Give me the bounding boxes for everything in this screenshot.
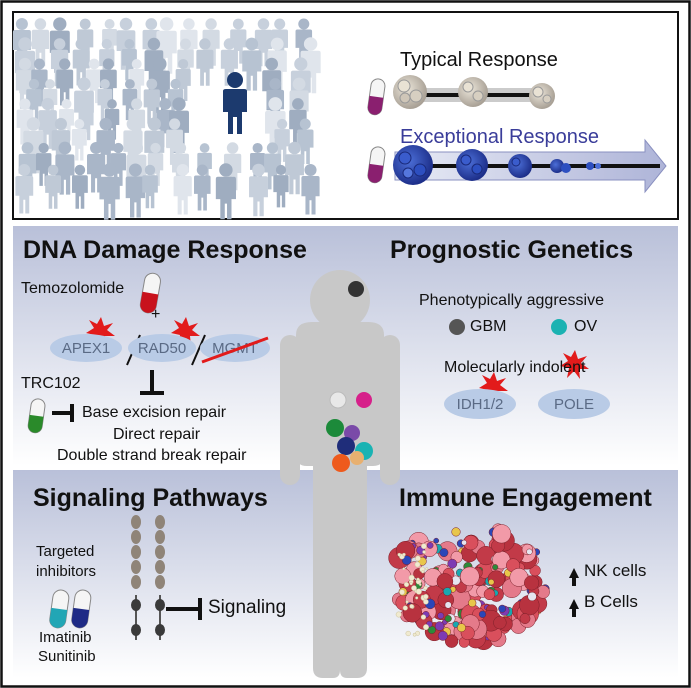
crowd-figure-icon: [71, 119, 87, 161]
typical-response-label: Typical Response: [400, 49, 558, 71]
head-marker: [348, 281, 364, 297]
inhibitors-label: inhibitors: [36, 563, 97, 580]
b-cells-label: B Cells: [584, 592, 638, 611]
tumor-tissue-icon: [388, 523, 550, 651]
apex1-ellipse: APEX1: [50, 334, 122, 362]
drug-capsule-icon: [367, 78, 386, 116]
crowd-figure-icon: [56, 58, 74, 106]
dna-title: DNA Damage Response: [23, 236, 307, 264]
receptor-icon: [131, 515, 165, 640]
plus-sign: +: [151, 306, 161, 323]
sunitinib-capsule-icon: [71, 589, 92, 629]
exceptional-tumor-1: [393, 145, 433, 185]
rad50-ellipse: RAD50: [128, 334, 196, 362]
temozolomide-capsule-icon: [139, 272, 161, 314]
immune-title: Immune Engagement: [399, 484, 652, 512]
crowd-figure-icon: [242, 37, 262, 91]
crowd-figure-icon: [285, 141, 304, 195]
highlighted-person-icon: [223, 72, 247, 134]
burst-pole: [560, 350, 589, 379]
repair-2: Direct repair: [113, 426, 201, 443]
exceptional-tumor-4: [550, 159, 571, 173]
crowd-figure-icon: [45, 164, 62, 209]
burst-apex1: [86, 317, 115, 346]
idh-label: IDH1/2: [456, 395, 504, 413]
apex1-label: APEX1: [61, 339, 111, 357]
up-arrow-icon: [569, 568, 579, 586]
gbm-dot: [449, 319, 465, 335]
crowd-figure-icon: [71, 164, 88, 209]
pole-ellipse: POLE: [538, 389, 610, 419]
crowd-figure-icon: [15, 164, 34, 214]
imatinib-capsule-icon: [49, 589, 70, 629]
crowd-figure-icon: [99, 163, 120, 220]
aggressive-label: Phenotypically aggressive: [419, 292, 604, 309]
typical-tumor-2: [458, 77, 488, 107]
crowd-figure-icon: [173, 163, 192, 215]
crowd-group: [12, 17, 321, 220]
imatinib-label: Imatinib: [39, 629, 92, 646]
crowd-figure-icon: [215, 163, 236, 220]
gbm-label: GBM: [470, 318, 507, 335]
up-arrow-icon-2: [569, 599, 579, 617]
sunitinib-label: Sunitinib: [38, 648, 96, 665]
crowd-figure-icon: [194, 164, 211, 211]
receptor-chain-1: [131, 515, 141, 640]
exceptional-tumor-3: [508, 154, 532, 178]
rad50-label: RAD50: [137, 339, 187, 357]
trc102-capsule-icon: [27, 398, 46, 434]
pole-label: POLE: [553, 395, 595, 413]
trc102-label: TRC102: [21, 375, 81, 392]
burst-rad50: [171, 317, 200, 346]
repair-3: Double strand break repair: [57, 447, 247, 464]
mgmt-ellipse: MGMT: [200, 334, 270, 362]
crowd-figure-icon: [196, 38, 214, 86]
exceptional-response-label: Exceptional Response: [400, 126, 600, 148]
repair-1: Base excision repair: [82, 404, 227, 421]
crowd-figure-icon: [301, 163, 320, 215]
targeted-label: Targeted: [36, 543, 95, 560]
idh-ellipse: IDH1/2: [444, 389, 516, 419]
ov-label: OV: [574, 318, 598, 335]
ov-dot: [551, 319, 567, 335]
crowd-figure-icon: [72, 38, 90, 86]
typical-tumor-3: [529, 83, 555, 109]
crowd-figure-icon: [142, 164, 158, 209]
crowd-figure-icon: [143, 78, 160, 124]
mgmt-label: MGMT: [212, 339, 258, 357]
signaling-title: Signaling Pathways: [33, 484, 268, 512]
exceptional-tumor-5: [586, 162, 601, 170]
indolent-label: Molecularly indolent: [444, 359, 586, 376]
drug-capsule-icon-2: [367, 146, 386, 184]
organ-dots: [326, 391, 373, 472]
genetics-title: Prognostic Genetics: [390, 236, 634, 264]
crowd-figure-icon: [273, 164, 289, 208]
receptor-chain-2: [155, 515, 165, 640]
temozolomide-label: Temozolomide: [21, 280, 125, 297]
typical-tumor-1: [393, 75, 427, 109]
crowd-figure-icon: [249, 163, 268, 217]
burst-idh: [479, 372, 508, 401]
crowd-figure-icon: [31, 18, 50, 67]
signaling-label: Signaling: [208, 597, 287, 618]
exceptional-tumor-2: [456, 149, 488, 181]
nk-cells-label: NK cells: [584, 561, 647, 580]
crowd-figure-icon: [125, 163, 146, 218]
